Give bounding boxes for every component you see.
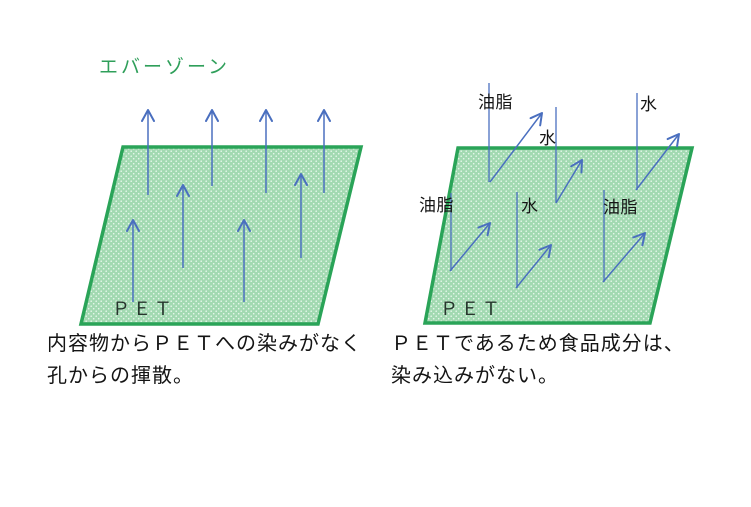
left-surface-label: ＰＥＴ	[112, 299, 175, 319]
left-caption-line-2: 孔からの揮散。	[47, 365, 194, 387]
page-title: エバーゾーン	[99, 57, 231, 78]
bounce-arrow-icon	[449, 193, 491, 272]
left-surface-shape	[78, 145, 364, 326]
label-oil-left: 油脂	[419, 196, 454, 215]
bounce-arrow-icon	[635, 93, 680, 191]
reflected-arrow-line	[489, 112, 543, 183]
left-caption-line-1: 内容物からＰＥＴへの染みがなく	[47, 333, 362, 355]
reflected-arrow-line	[555, 159, 583, 204]
label-oil-right: 油脂	[603, 198, 638, 217]
right-caption-line-1: ＰＥＴであるため食品成分は、	[391, 333, 685, 355]
bounce-arrow-icon	[602, 190, 646, 283]
left-arrow-field	[126, 109, 331, 302]
reflected-arrow-line	[515, 244, 552, 289]
reflected-arrow-line	[635, 133, 680, 191]
bounce-arrow-icon	[515, 192, 552, 289]
reflected-arrow-line	[449, 222, 491, 272]
label-water-middle: 水	[521, 197, 539, 216]
right-surface-label: ＰＥＴ	[440, 299, 503, 319]
right-arrow-field	[449, 83, 680, 289]
right-surface-shape	[422, 146, 695, 325]
bounce-arrow-icon	[488, 83, 543, 183]
label-water-upper: 水	[539, 129, 557, 148]
bounce-arrow-icon	[555, 107, 583, 204]
reflected-arrow-line	[602, 232, 646, 283]
right-caption-line-2: 染み込みがない。	[391, 365, 559, 387]
label-oil-top: 油脂	[478, 93, 513, 112]
label-water-top-right: 水	[640, 95, 658, 114]
